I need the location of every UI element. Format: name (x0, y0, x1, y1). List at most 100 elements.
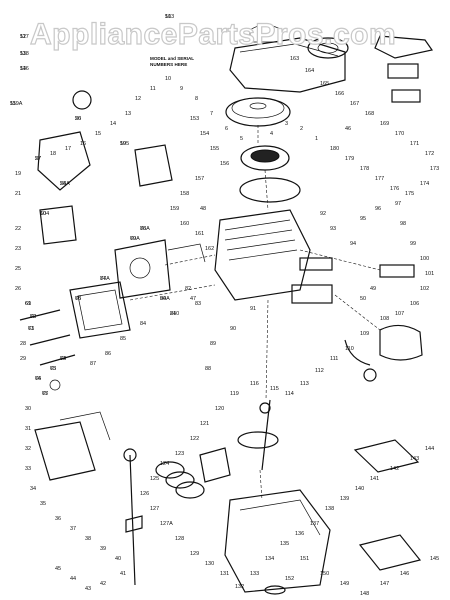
part-number-label: 75 (42, 391, 48, 397)
part-number-label: 93 (330, 226, 336, 232)
part-number-label: 84A (100, 276, 110, 282)
part-number-label: 4 (270, 131, 273, 137)
part-number-label: 177 (375, 176, 384, 182)
part-number-label: 88 (205, 366, 211, 372)
part-number-label: 100 (420, 256, 429, 262)
air-cleaner (34, 281, 131, 481)
part-number-label: 147 (380, 581, 389, 587)
part-number-label: 161 (195, 231, 204, 237)
part-number-label: 169 (380, 121, 389, 127)
part-number-label: 99 (410, 241, 416, 247)
part-number-label: 156 (220, 161, 229, 167)
part-number-label: 47 (190, 296, 196, 302)
part-number-label: 15 (95, 131, 101, 137)
part-number-label: 86A (140, 226, 150, 232)
part-number-label: 60 (40, 211, 46, 217)
part-number-label: 78 (140, 226, 146, 232)
part-number-label: 154 (200, 131, 209, 137)
part-number-label: 77 (100, 276, 106, 282)
part-number-label: 141 (370, 476, 379, 482)
part-number-label: 102 (420, 286, 429, 292)
part-number-label: 34 (30, 486, 36, 492)
part-number-label: 127A (160, 521, 173, 527)
left-top-parts (37, 90, 173, 245)
part-number-label: 13 (125, 111, 131, 117)
gaskets (291, 257, 415, 304)
part-number-label: 8 (195, 96, 198, 102)
part-number-label: 129 (190, 551, 199, 557)
part-number-label: 128 (175, 536, 184, 542)
part-number-label: 96 (375, 206, 381, 212)
part-number-label: 104 (40, 211, 49, 217)
part-number-label: 134 (265, 556, 274, 562)
part-number-label: 142 (390, 466, 399, 472)
part-number-label: 58 (60, 181, 66, 187)
part-number-label: 160 (180, 221, 189, 227)
part-number-label: 148 (360, 591, 369, 597)
part-number-label: 117 (20, 34, 29, 40)
part-number-label: 115 (270, 386, 279, 392)
part-number-label: 98 (400, 221, 406, 227)
part-number-label: 94A (160, 296, 170, 302)
watermark: AppliancePartsPros.com (29, 17, 397, 51)
part-number-label: 176 (390, 186, 399, 192)
part-number-label: 52 (20, 34, 26, 40)
part-number-label: 114 (285, 391, 294, 397)
part-number-label: 121 (200, 421, 209, 427)
part-number-label: 150 (320, 571, 329, 577)
part-number-label: 113 (300, 381, 309, 387)
part-number-label: 94 (350, 241, 356, 247)
part-number-label: 108 (380, 316, 389, 322)
part-number-label: 70 (30, 314, 36, 320)
governor-linkage (19, 309, 76, 391)
part-number-label: 65 (50, 366, 56, 372)
part-number-label: 73 (50, 366, 56, 372)
cylinder-block (214, 177, 311, 301)
part-number-label: 41 (120, 571, 126, 577)
part-number-label: 61 (25, 301, 31, 307)
part-number-label: 56 (75, 116, 81, 122)
part-number-label: 64 (60, 356, 66, 362)
part-number-label: 86 (105, 351, 111, 357)
part-number-label: 5 (240, 136, 243, 142)
part-number-label: 24A (60, 181, 70, 187)
part-number-label: 95 (360, 216, 366, 222)
part-number-label: 6 (225, 126, 228, 132)
part-number-label: 19 (15, 171, 21, 177)
part-number-label: 89 (210, 341, 216, 347)
part-number-label: 240 (170, 311, 179, 317)
part-number-label: 90 (230, 326, 236, 332)
part-number-label: 7 (210, 111, 213, 117)
part-number-label: 80 (160, 296, 166, 302)
part-number-label: 107 (395, 311, 404, 317)
part-number-label: 14 (110, 121, 116, 127)
part-number-label: 35 (40, 501, 46, 507)
part-number-label: 158 (180, 191, 189, 197)
assembly-lines (129, 125, 381, 501)
part-number-label: 168 (365, 111, 374, 117)
piston-assembly (155, 447, 231, 499)
part-number-label: 53 (20, 51, 26, 57)
part-number-label: 55 (10, 101, 16, 107)
muffler-assembly (344, 324, 423, 382)
part-labels: 103117118116119A202724A10510469707172737… (10, 14, 439, 597)
gasket-kit-boxes (353, 439, 422, 571)
part-number-label: 179 (345, 156, 354, 162)
part-number-label: 151 (300, 556, 309, 562)
part-number-label: 71 (28, 326, 34, 332)
part-number-label: 122 (190, 436, 199, 442)
part-number-label: 40 (115, 556, 121, 562)
part-number-label: 131 (220, 571, 229, 577)
part-number-label: 170 (395, 131, 404, 137)
part-number-label: 26 (15, 286, 21, 292)
part-number-label: 132 (235, 584, 244, 590)
part-number-label: 165 (320, 81, 329, 87)
part-number-label: 21 (15, 191, 21, 197)
part-number-label: 180 (330, 146, 339, 152)
part-number-label: 29 (20, 356, 26, 362)
part-number-label: 173 (430, 166, 439, 172)
part-number-label: 135 (280, 541, 289, 547)
part-number-label: 63 (28, 326, 34, 332)
part-number-label: 1 (315, 136, 318, 142)
